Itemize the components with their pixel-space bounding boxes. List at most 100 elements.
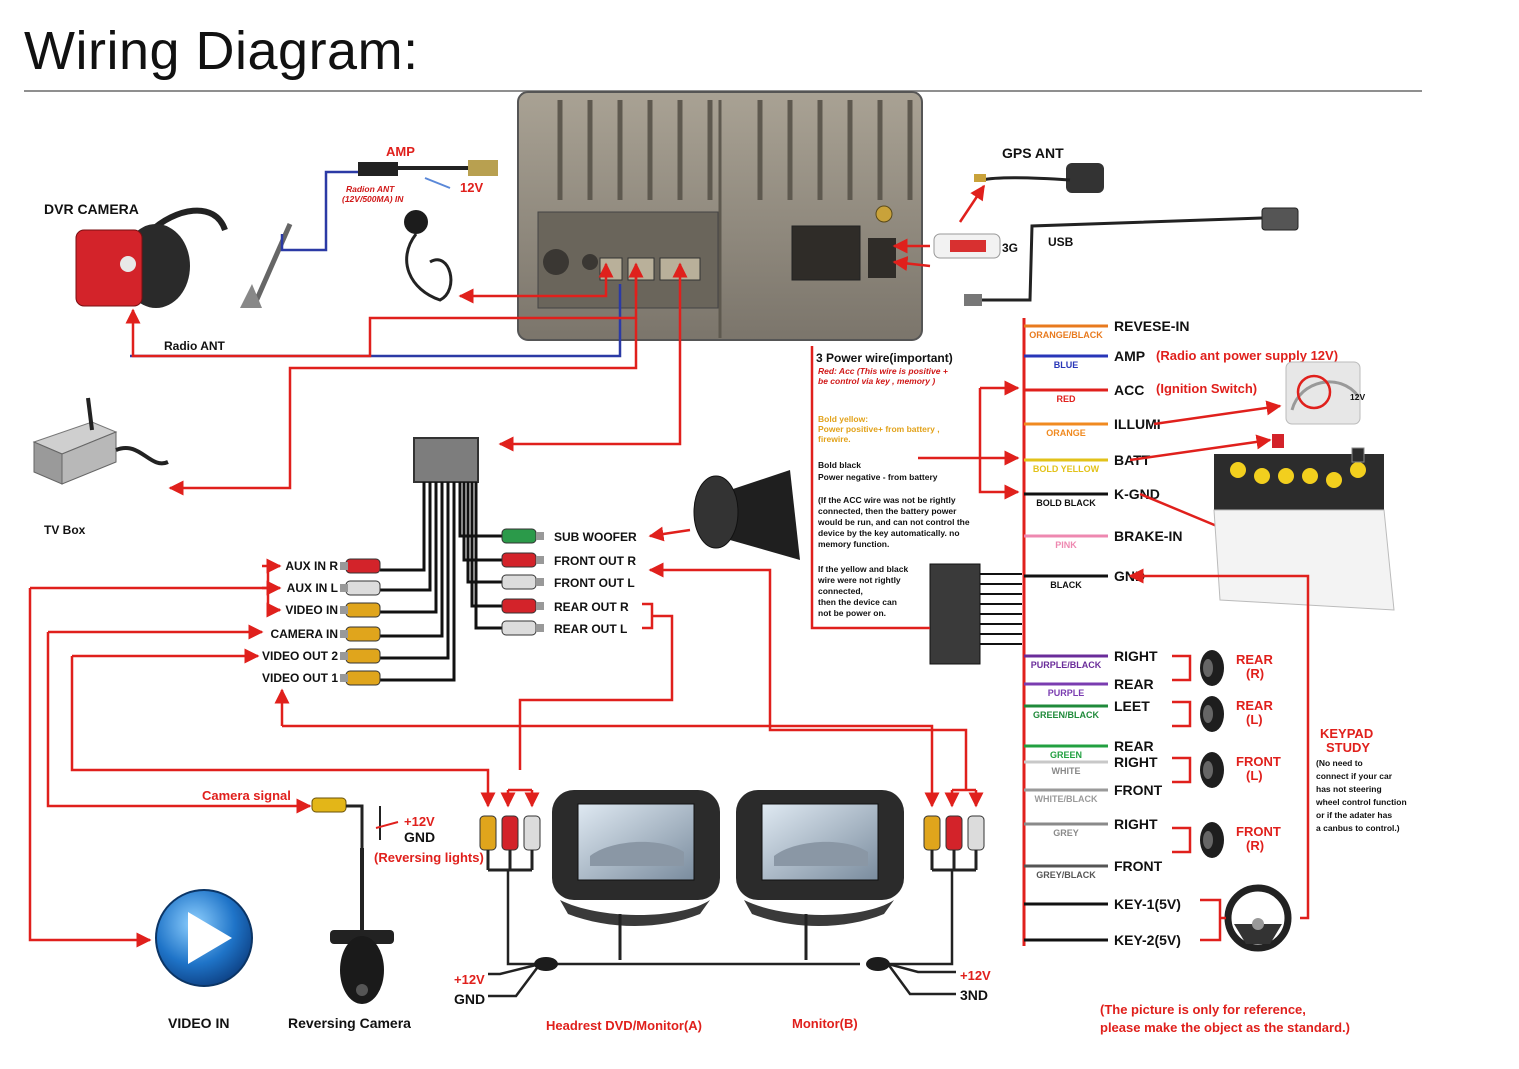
svg-text:+12V: +12V bbox=[404, 814, 435, 829]
speaker-side-label: (R) bbox=[1246, 666, 1264, 681]
threeg-dongle: 3G bbox=[933, 233, 1018, 259]
monitor-rca-plug bbox=[501, 815, 519, 870]
svg-text:12V: 12V bbox=[1350, 392, 1365, 402]
svg-text:wheel control function: wheel control function bbox=[1315, 797, 1407, 807]
rca-left-label: VIDEO OUT 1 bbox=[262, 671, 338, 685]
svg-text:KEYPAD: KEYPAD bbox=[1320, 726, 1373, 741]
speaker: FRONT(L) bbox=[1172, 752, 1281, 788]
power-note-pointers bbox=[810, 346, 1020, 630]
speaker-side-label: (L) bbox=[1246, 712, 1263, 727]
wire-color-label: ORANGE/BLACK bbox=[1029, 330, 1103, 340]
rca-left-plug: AUX IN L bbox=[287, 580, 381, 596]
ignition-car-photo: 12V bbox=[1285, 361, 1365, 425]
wire-function-label: FRONT bbox=[1114, 858, 1163, 874]
speakers: REAR(R) REAR(L) FRONT(L) FRONT(R) bbox=[1172, 650, 1281, 858]
wire-color-label: BOLD BLACK bbox=[1036, 498, 1096, 508]
wire-color-label: PURPLE bbox=[1048, 688, 1085, 698]
svg-text:(If the ACC wire was not be ri: (If the ACC wire was not be rightly bbox=[818, 495, 956, 505]
wire-function-label: FRONT bbox=[1114, 782, 1163, 798]
tv-box: TV Box bbox=[32, 397, 169, 537]
usb-cable: USB bbox=[964, 207, 1299, 306]
bottom-routing bbox=[28, 558, 984, 948]
wire-function-label: ILLUMI bbox=[1114, 416, 1161, 432]
video-in-label: VIDEO IN bbox=[168, 1015, 229, 1031]
headrest-a-label: Headrest DVD/Monitor(A) bbox=[546, 1018, 702, 1033]
wire-color-label: BLACK bbox=[1050, 580, 1082, 590]
red-arrows-top bbox=[125, 262, 688, 496]
monitor-rca-plug bbox=[945, 815, 963, 870]
reversing-camera-label: Reversing Camera bbox=[288, 1015, 411, 1031]
rca-left-plug: VIDEO IN bbox=[285, 602, 381, 618]
dvr-camera: DVR CAMERA bbox=[44, 201, 228, 308]
threeg-label: 3G bbox=[1002, 241, 1018, 255]
svg-text:not be power on.: not be power on. bbox=[818, 608, 886, 618]
svg-text:connected,: connected, bbox=[818, 586, 863, 596]
harness-wire-row: KEY-1(5V) bbox=[1024, 896, 1181, 912]
keypad-note: KEYPAD STUDY (No need to connect if your… bbox=[1315, 726, 1407, 833]
wire-color-label: PINK bbox=[1055, 540, 1077, 550]
svg-text:wire were not rightly: wire were not rightly bbox=[817, 575, 901, 585]
svg-text:a canbus to control.): a canbus to control.) bbox=[1316, 823, 1400, 833]
rca-right-plug: FRONT OUT L bbox=[501, 574, 635, 590]
gps-ant-label: GPS ANT bbox=[1002, 145, 1064, 161]
speaker-label: REAR bbox=[1236, 652, 1273, 667]
svg-text:or if the adater has: or if the adater has bbox=[1316, 810, 1392, 820]
rca-left-plug: VIDEO OUT 2 bbox=[262, 648, 381, 664]
svg-text:Camera signal: Camera signal bbox=[202, 788, 291, 803]
wire-color-label: RED bbox=[1056, 394, 1076, 404]
rca-left-plug: VIDEO OUT 1 bbox=[262, 670, 381, 686]
svg-text:12V: 12V bbox=[460, 180, 483, 195]
steering-wheel bbox=[1128, 568, 1310, 952]
usb-label: USB bbox=[1048, 235, 1074, 249]
wire-function-label: RIGHT bbox=[1114, 816, 1158, 832]
power-harness-plug bbox=[929, 563, 1022, 665]
rca-left-label: VIDEO IN bbox=[285, 603, 338, 617]
monitor-b-12v: +12V bbox=[960, 968, 991, 983]
power-note: 3 Power wire(important) Red: Acc (This w… bbox=[816, 351, 970, 618]
wire-color-label: BLUE bbox=[1054, 360, 1079, 370]
svg-text:be control via key , memory ): be control via key , memory ) bbox=[818, 376, 935, 386]
wire-function-label: RIGHT bbox=[1114, 648, 1158, 664]
svg-text:If the yellow and black: If the yellow and black bbox=[818, 564, 908, 574]
svg-text:connected, then the battery po: connected, then the battery power bbox=[818, 506, 957, 516]
svg-text:connect if your car: connect if your car bbox=[1316, 771, 1393, 781]
svg-text:memory function.: memory function. bbox=[818, 539, 889, 549]
svg-text:has not steering: has not steering bbox=[1316, 784, 1382, 794]
headrest-monitor-b bbox=[736, 790, 904, 960]
video-in-play-icon bbox=[155, 889, 253, 987]
battery bbox=[1213, 434, 1395, 611]
monitor-rca-plug bbox=[923, 815, 941, 870]
rca-harness-connector bbox=[380, 437, 502, 682]
radio-ant-label: Radio ANT bbox=[164, 339, 226, 353]
monitor-a-12v: +12V bbox=[454, 972, 485, 987]
headrest-monitor-a bbox=[552, 790, 720, 960]
speaker: REAR(L) bbox=[1172, 696, 1273, 732]
monitor-b-gnd: 3ND bbox=[960, 987, 988, 1003]
speaker: FRONT(R) bbox=[1172, 822, 1281, 858]
wire-function-label: LEET bbox=[1114, 698, 1150, 714]
wire-function-label: REAR bbox=[1114, 738, 1154, 754]
amp-note: (Radio ant power supply 12V) bbox=[1156, 348, 1338, 363]
svg-text:Radion ANT: Radion ANT bbox=[346, 184, 395, 194]
rca-left-plug: AUX IN R bbox=[285, 558, 381, 574]
svg-text:would be run, and can not cont: would be run, and can not control the bbox=[817, 517, 970, 527]
svg-text:Power positive+ from battery ,: Power positive+ from battery , bbox=[818, 424, 940, 434]
acc-note: (Ignition Switch) bbox=[1156, 381, 1257, 396]
svg-text:TV Box: TV Box bbox=[44, 523, 86, 537]
rca-right-label: SUB WOOFER bbox=[554, 530, 637, 544]
microphone bbox=[404, 210, 453, 302]
wire-color-label: WHITE bbox=[1052, 766, 1081, 776]
monitor-rca-plug bbox=[479, 815, 497, 870]
wire-function-label: BRAKE-IN bbox=[1114, 528, 1182, 544]
wire-function-label: KEY-2(5V) bbox=[1114, 932, 1181, 948]
power-harness: ORANGE/BLACKREVESE-INBLUEAMPREDACCORANGE… bbox=[1022, 318, 1360, 948]
radio-antenna bbox=[240, 222, 293, 308]
